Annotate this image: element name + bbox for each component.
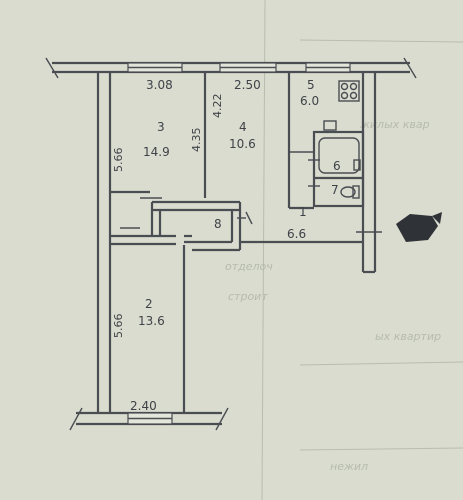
outer-walls: [45, 57, 417, 431]
room-2-length: 5.66: [112, 314, 125, 339]
svg-text:отделоч: отделоч: [225, 260, 273, 273]
room-8: 8: [214, 217, 222, 231]
room-1-area: 6.6: [287, 227, 306, 241]
svg-text:ых квартир: ых квартир: [375, 330, 441, 343]
room-3-length: 5.66: [112, 148, 125, 173]
sink-icon: [353, 159, 361, 171]
paper-background: жилых квар ых квартир нежил отделоч стро…: [225, 0, 463, 500]
stove-icon: [338, 80, 360, 102]
room-2-number: 2: [145, 297, 153, 311]
room-8-number: 8: [214, 217, 222, 231]
room-2-area: 13.6: [138, 314, 165, 328]
door-marks: [120, 151, 382, 233]
room-4-width: 2.50: [234, 78, 261, 92]
room-3-width: 3.08: [146, 78, 173, 92]
room-6-number: 6: [333, 159, 341, 173]
room-3-inner-length: 4.35: [190, 128, 203, 153]
bathtub-icon: [318, 120, 360, 174]
room-4-number: 4: [239, 120, 247, 134]
room-2-width: 2.40: [130, 399, 157, 413]
room-2: 2 13.6 5.66 2.40: [112, 297, 165, 413]
interior-walls: [110, 72, 365, 252]
room-5: 5 6.0: [300, 78, 319, 108]
entrance-mark-icon: [396, 212, 442, 242]
svg-text:нежил: нежил: [330, 460, 368, 473]
room-3-number: 3: [157, 120, 165, 134]
room-1: 1 6.6: [287, 205, 307, 241]
room-5-number: 5: [307, 78, 315, 92]
svg-text:строит: строит: [228, 290, 268, 303]
room-7: 7: [331, 183, 339, 197]
room-7-number: 7: [331, 183, 339, 197]
svg-text:жилых квар: жилых квар: [359, 118, 430, 131]
room-6: 6: [333, 159, 341, 173]
room-5-area: 6.0: [300, 94, 319, 108]
toilet-icon: [340, 185, 360, 199]
windows: [127, 62, 351, 425]
room-1-number: 1: [299, 205, 307, 219]
room-3: 3.08 3 14.9 5.66 4.35: [112, 78, 203, 172]
room-4-area: 10.6: [229, 137, 256, 151]
room-4: 2.50 4 10.6 4.22: [211, 78, 261, 151]
room-4-length: 4.22: [211, 94, 224, 119]
room-3-area: 14.9: [143, 145, 170, 159]
